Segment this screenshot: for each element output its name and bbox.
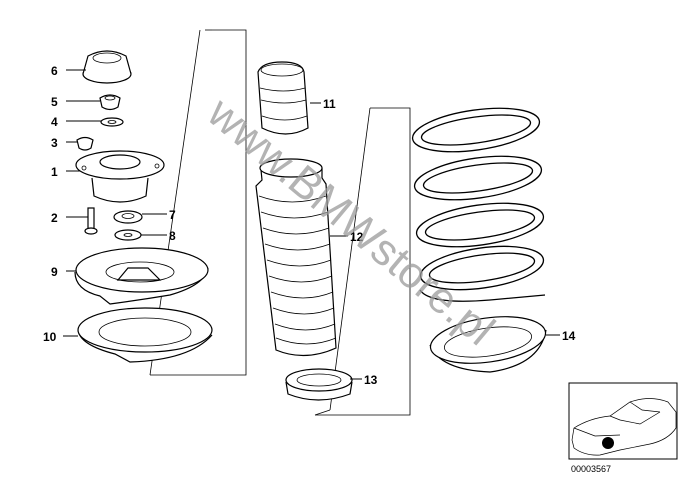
part-labels: 6 5 4 3 1 2 7 8 9 10 11 12 13 14 (43, 64, 576, 387)
part-13-boot-retainer (285, 368, 353, 401)
label-6: 6 (51, 64, 58, 78)
part-11-bump-stop (257, 61, 309, 135)
part-6-mount-cap (82, 50, 132, 84)
part-10-rubber-pad (77, 307, 213, 363)
label-14: 14 (562, 329, 576, 343)
label-12: 12 (350, 230, 364, 244)
car-locator-thumbnail: 00003567 (568, 382, 678, 474)
label-11: 11 (323, 97, 336, 111)
part-5-nut (99, 94, 121, 111)
assembly-frame-lines (149, 29, 411, 416)
part-3-nut (76, 136, 94, 151)
label-7: 7 (169, 208, 176, 222)
part-9-spring-seat (74, 247, 209, 305)
label-9: 9 (51, 265, 58, 279)
label-5: 5 (51, 95, 58, 109)
label-8: 8 (169, 229, 176, 243)
watermark: www.BMWstore.pl (198, 87, 504, 355)
part-4-washer (100, 117, 124, 127)
label-1: 1 (51, 165, 58, 179)
location-marker-icon (602, 437, 614, 449)
label-13: 13 (364, 373, 378, 387)
label-2: 2 (51, 211, 58, 225)
part-12-dust-boot (255, 158, 337, 357)
label-3: 3 (51, 136, 58, 150)
label-4: 4 (51, 115, 58, 129)
part-8-washer (114, 229, 142, 241)
label-10: 10 (43, 330, 57, 344)
part-14-spring-pad (429, 316, 547, 373)
part-1-strut-mount (75, 150, 165, 203)
part-2-bolt (84, 207, 98, 235)
diagram-number: 00003567 (571, 464, 611, 474)
part-14-coil-spring (411, 107, 546, 302)
leader-lines (63, 69, 560, 380)
part-7-bearing (113, 210, 143, 224)
